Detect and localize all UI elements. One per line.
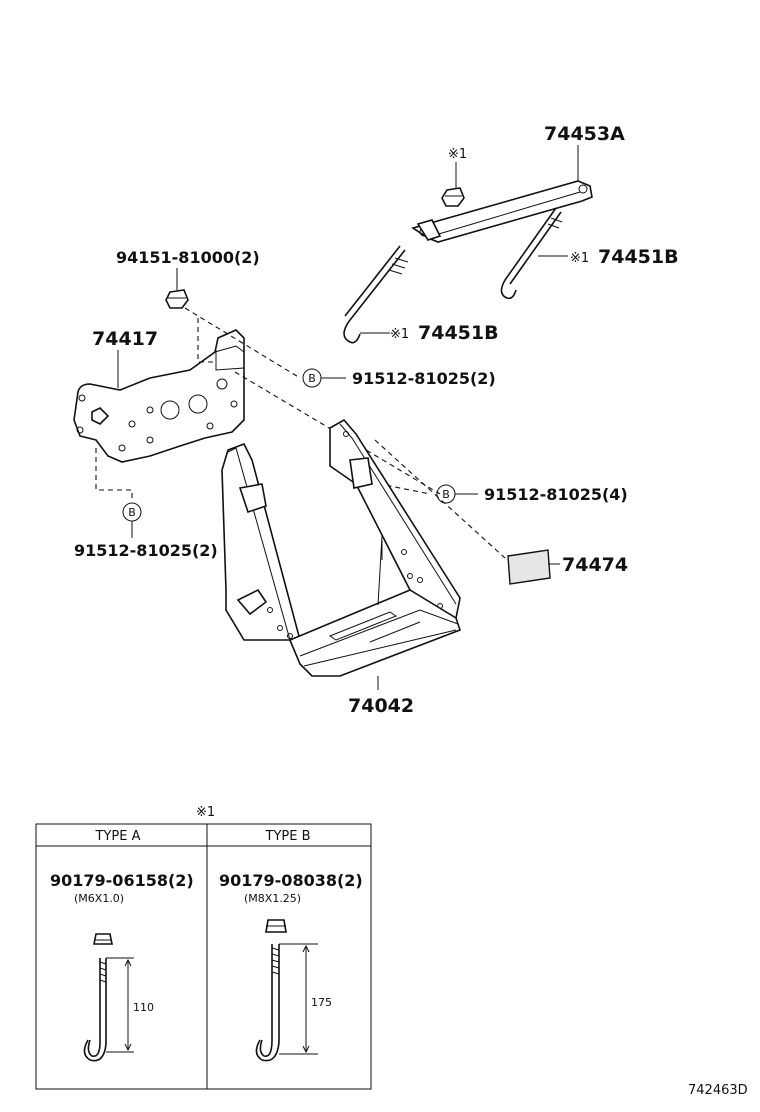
type-a-bolt xyxy=(83,933,134,1062)
label-74453A: 74453A xyxy=(544,123,625,145)
label-74451B-upper: 74451B xyxy=(598,246,679,268)
nut-94151[interactable] xyxy=(165,289,189,309)
label-74451B-lower: 74451B xyxy=(418,322,499,344)
bracket-74417[interactable] xyxy=(73,329,245,463)
j-bolt-right[interactable] xyxy=(500,207,563,300)
dashed-line-2 xyxy=(197,318,216,363)
bolt-mark-b3: B xyxy=(122,502,142,522)
type-b-bolt xyxy=(255,919,318,1062)
dashed-line-1 xyxy=(184,307,301,379)
type-a-part: 90179-06158(2) xyxy=(50,871,194,890)
diagram-code: 742463D xyxy=(688,1083,748,1098)
label-91512-b3: 91512-81025(2) xyxy=(74,541,218,560)
svg-text:B: B xyxy=(128,506,136,519)
label-91512-b2: 91512-81025(4) xyxy=(484,485,628,504)
type-b-length: 175 xyxy=(311,996,332,1009)
svg-text:B: B xyxy=(442,488,450,501)
type-a-length: 110 xyxy=(133,1001,154,1014)
j-bolt-left[interactable] xyxy=(343,245,409,344)
label-74417: 74417 xyxy=(92,328,158,350)
svg-text:B: B xyxy=(308,372,316,385)
type-b-header: TYPE B xyxy=(265,829,311,844)
type-b-part: 90179-08038(2) xyxy=(219,871,363,890)
type-b-thread: (M8X1.25) xyxy=(244,892,301,905)
label-74474: 74474 xyxy=(562,554,628,576)
dashed-line-4 xyxy=(95,448,133,502)
nut-upper[interactable] xyxy=(441,187,465,207)
clamp-bar-74453A[interactable] xyxy=(411,180,593,243)
pad-74474[interactable] xyxy=(507,549,551,585)
detail-table xyxy=(35,823,372,1090)
detail-caption: ※1 xyxy=(196,805,215,820)
mark-74451B-upper: ※1 xyxy=(570,251,589,266)
type-a-thread: (M6X1.0) xyxy=(74,892,124,905)
bolt-mark-b1: B xyxy=(302,368,322,388)
label-nut-mark: ※1 xyxy=(448,147,467,162)
label-94151: 94151-81000(2) xyxy=(116,248,260,267)
label-91512-b1: 91512-81025(2) xyxy=(352,369,496,388)
type-a-header: TYPE A xyxy=(95,829,141,844)
label-74042: 74042 xyxy=(348,695,414,717)
mark-74451B-lower: ※1 xyxy=(390,327,409,342)
battery-tray-74042[interactable] xyxy=(221,418,462,677)
dashed-line-6 xyxy=(374,439,506,559)
